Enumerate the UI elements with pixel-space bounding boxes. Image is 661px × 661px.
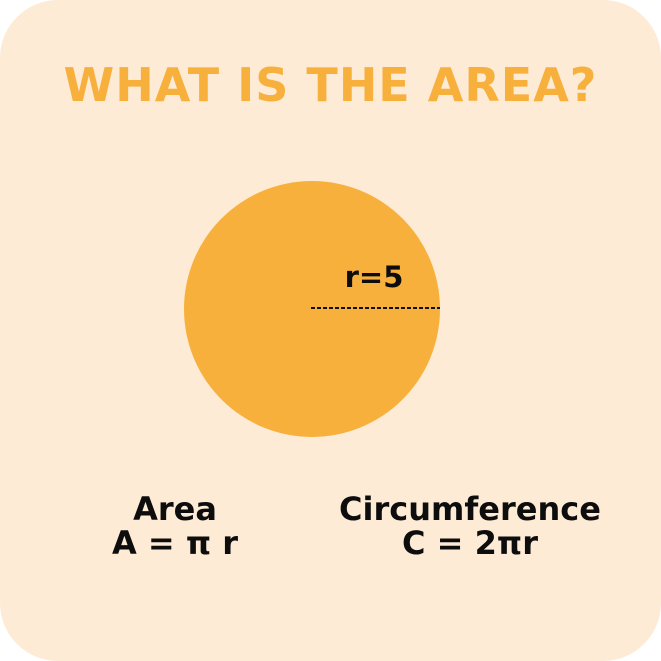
circumference-formula: Circumference C = 2πr	[310, 490, 630, 562]
page-title: WHAT IS THE AREA?	[63, 58, 598, 112]
circumference-expression: C = 2πr	[402, 523, 538, 562]
area-expression: A = π r	[111, 523, 239, 562]
area-formula: Area A = π r	[70, 490, 280, 562]
radius-label: r=5	[345, 260, 404, 294]
circumference-heading: Circumference	[339, 490, 601, 528]
area-heading: Area	[133, 490, 217, 528]
